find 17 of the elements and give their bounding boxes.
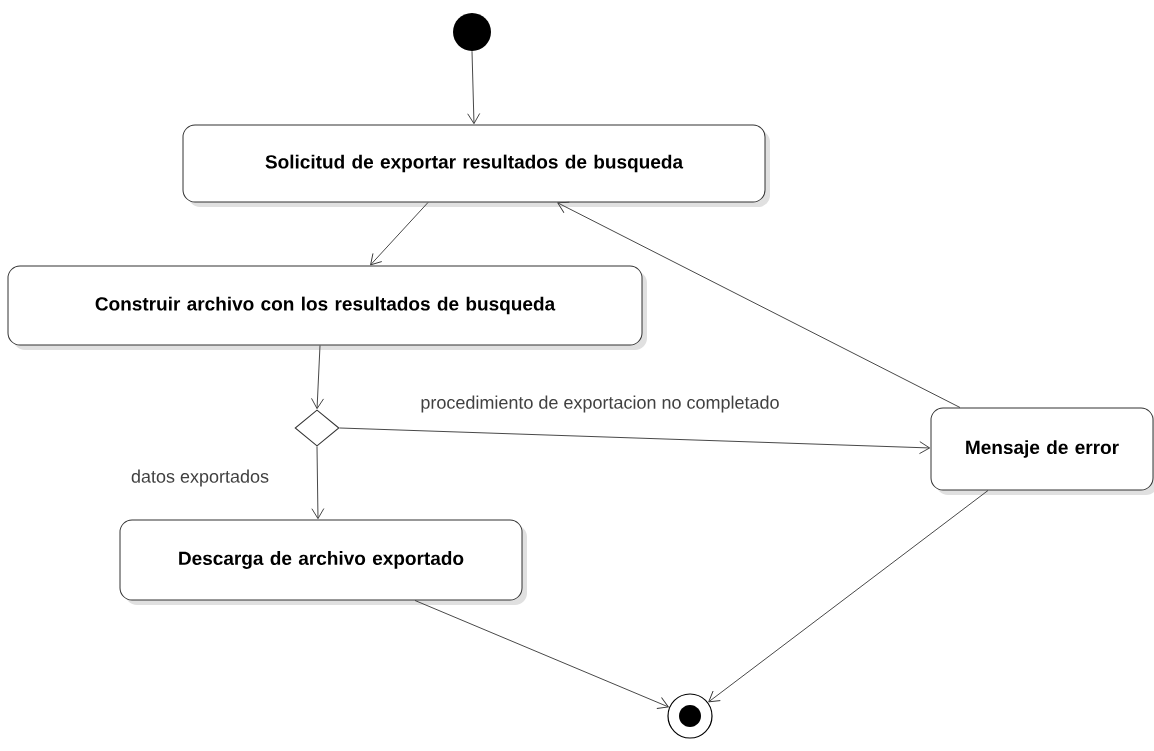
arrow bbox=[414, 600, 669, 710]
action-box: Construir archivo con los resultados de busqueda bbox=[7, 265, 647, 350]
arrow bbox=[708, 490, 989, 703]
arrow bbox=[311, 446, 325, 520]
edge-label: procedimiento de exportacion no completado bbox=[421, 395, 779, 413]
start-node bbox=[453, 13, 491, 51]
action-box: Solicitud de exportar resultados de busqueda bbox=[182, 124, 770, 207]
action-box: Mensaje de error bbox=[930, 407, 1154, 495]
arrow bbox=[311, 345, 324, 410]
end-node bbox=[667, 693, 713, 739]
arrow bbox=[557, 201, 961, 408]
arrow bbox=[370, 202, 429, 266]
edge-label: datos exportados bbox=[131, 469, 269, 487]
arrow bbox=[467, 50, 481, 125]
action-box: Descarga de archivo exportado bbox=[119, 519, 527, 605]
arrow bbox=[339, 427, 931, 455]
decision-diamond bbox=[294, 409, 340, 447]
